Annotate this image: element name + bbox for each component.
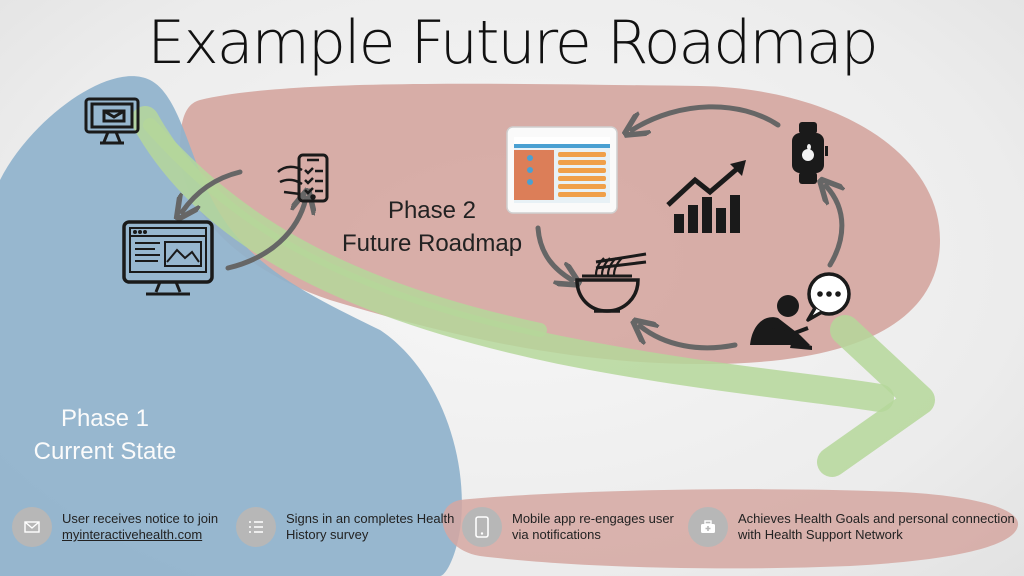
step-text: Achieves Health Goals and personal conne…	[738, 511, 1015, 543]
step-line: History survey	[286, 527, 369, 542]
phase2-subtitle: Future Roadmap	[341, 230, 523, 257]
smartwatch-icon	[792, 122, 828, 184]
phone-checklist-icon	[277, 153, 329, 203]
phase1-blob	[0, 76, 462, 576]
step-text: Mobile app re-engages user via notificat…	[512, 511, 674, 543]
step-line: Achieves Health Goals and personal conne…	[738, 511, 1015, 526]
step-line: User receives notice to join	[62, 511, 219, 526]
step-health-survey: Signs in an completes Health History sur…	[236, 505, 454, 549]
monitor-envelope-icon	[84, 97, 140, 145]
first-aid-kit-icon	[701, 520, 715, 533]
step-text: Signs in an completes Health History sur…	[286, 511, 454, 543]
noodle-bowl-icon	[575, 252, 647, 313]
tablet-screenshot	[506, 126, 618, 214]
step-icon-circle	[462, 507, 502, 547]
step-line: Mobile app re-engages user	[512, 511, 674, 526]
step-line: with Health Support Network	[738, 527, 903, 542]
step-health-goals: Achieves Health Goals and personal conne…	[688, 505, 1015, 549]
step-text: User receives notice to join myinteracti…	[62, 511, 218, 543]
step-join-notice: User receives notice to join myinteracti…	[12, 505, 218, 549]
site-link[interactable]: myinteractivehealth.com	[62, 527, 203, 542]
step-mobile-reengage: Mobile app re-engages user via notificat…	[462, 505, 674, 549]
phase1-label: Phase 1 Current State	[10, 402, 200, 468]
cycle-arrows	[182, 104, 842, 351]
page-title: Example Future Roadmap	[147, 8, 878, 78]
mobile-phone-icon	[475, 516, 489, 538]
bottom-pill	[442, 489, 1019, 569]
step-icon-circle	[688, 507, 728, 547]
envelope-icon	[24, 521, 40, 533]
phase2-label: Phase 2 Future Roadmap	[322, 194, 542, 260]
step-line: Signs in an completes Health	[286, 511, 455, 526]
support-chat-icon	[750, 272, 851, 350]
desktop-browser-icon	[122, 220, 214, 296]
step-icon-circle	[236, 507, 276, 547]
flow-arrow	[131, 106, 935, 477]
phase1-subtitle: Current State	[33, 438, 177, 465]
phase1-name: Phase 1	[60, 405, 150, 432]
checklist-icon	[249, 521, 263, 533]
step-icon-circle	[12, 507, 52, 547]
step-line: via notifications	[512, 527, 601, 542]
phase2-name: Phase 2	[387, 197, 477, 224]
growth-chart-icon	[666, 160, 746, 233]
